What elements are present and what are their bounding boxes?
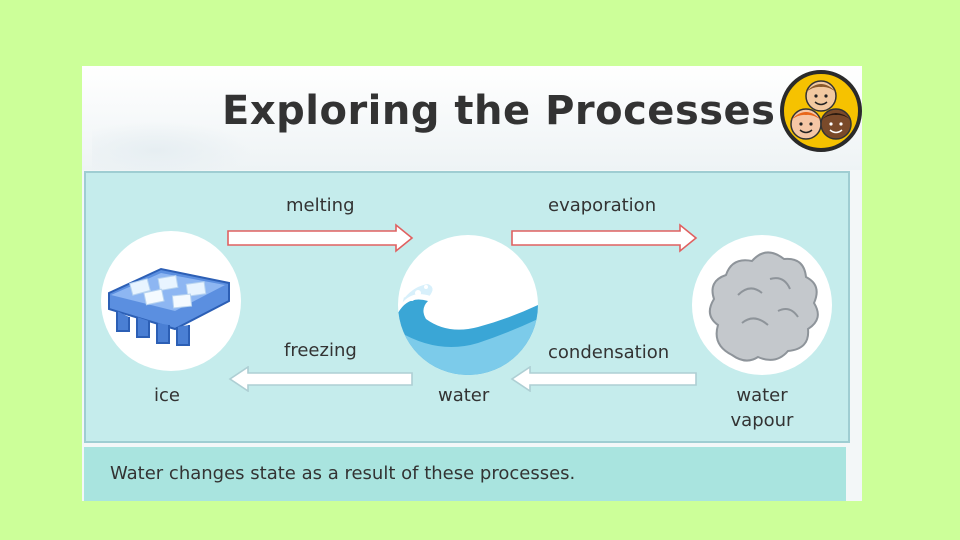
children-faces-logo-icon <box>780 70 862 152</box>
condensation-arrow <box>510 366 698 392</box>
page-title: Exploring the Processes <box>222 88 722 134</box>
summary-banner: Water changes state as a result of these… <box>84 447 846 501</box>
melting-label: melting <box>286 195 355 216</box>
ice-label: ice <box>154 385 180 406</box>
ice-tray-icon <box>101 231 241 371</box>
water-vapour-label-line1: water <box>726 385 798 406</box>
vapour-circle <box>692 235 832 375</box>
evaporation-label: evaporation <box>548 195 656 216</box>
water-circle <box>398 235 538 375</box>
vapour-cloud-icon <box>692 235 832 375</box>
evaporation-arrow <box>510 223 700 253</box>
summary-text: Water changes state as a result of these… <box>110 463 575 484</box>
water-label: water <box>438 385 489 406</box>
ice-circle <box>101 231 241 371</box>
water-wave-icon <box>398 235 538 375</box>
freezing-label: freezing <box>284 340 357 361</box>
melting-arrow <box>226 223 416 253</box>
condensation-label: condensation <box>548 342 669 363</box>
water-vapour-label-line2: vapour <box>726 410 798 431</box>
freezing-arrow <box>228 366 414 392</box>
slide: Exploring the Processes melting evaporat… <box>82 66 862 501</box>
process-diagram-panel: melting evaporation <box>84 171 850 443</box>
